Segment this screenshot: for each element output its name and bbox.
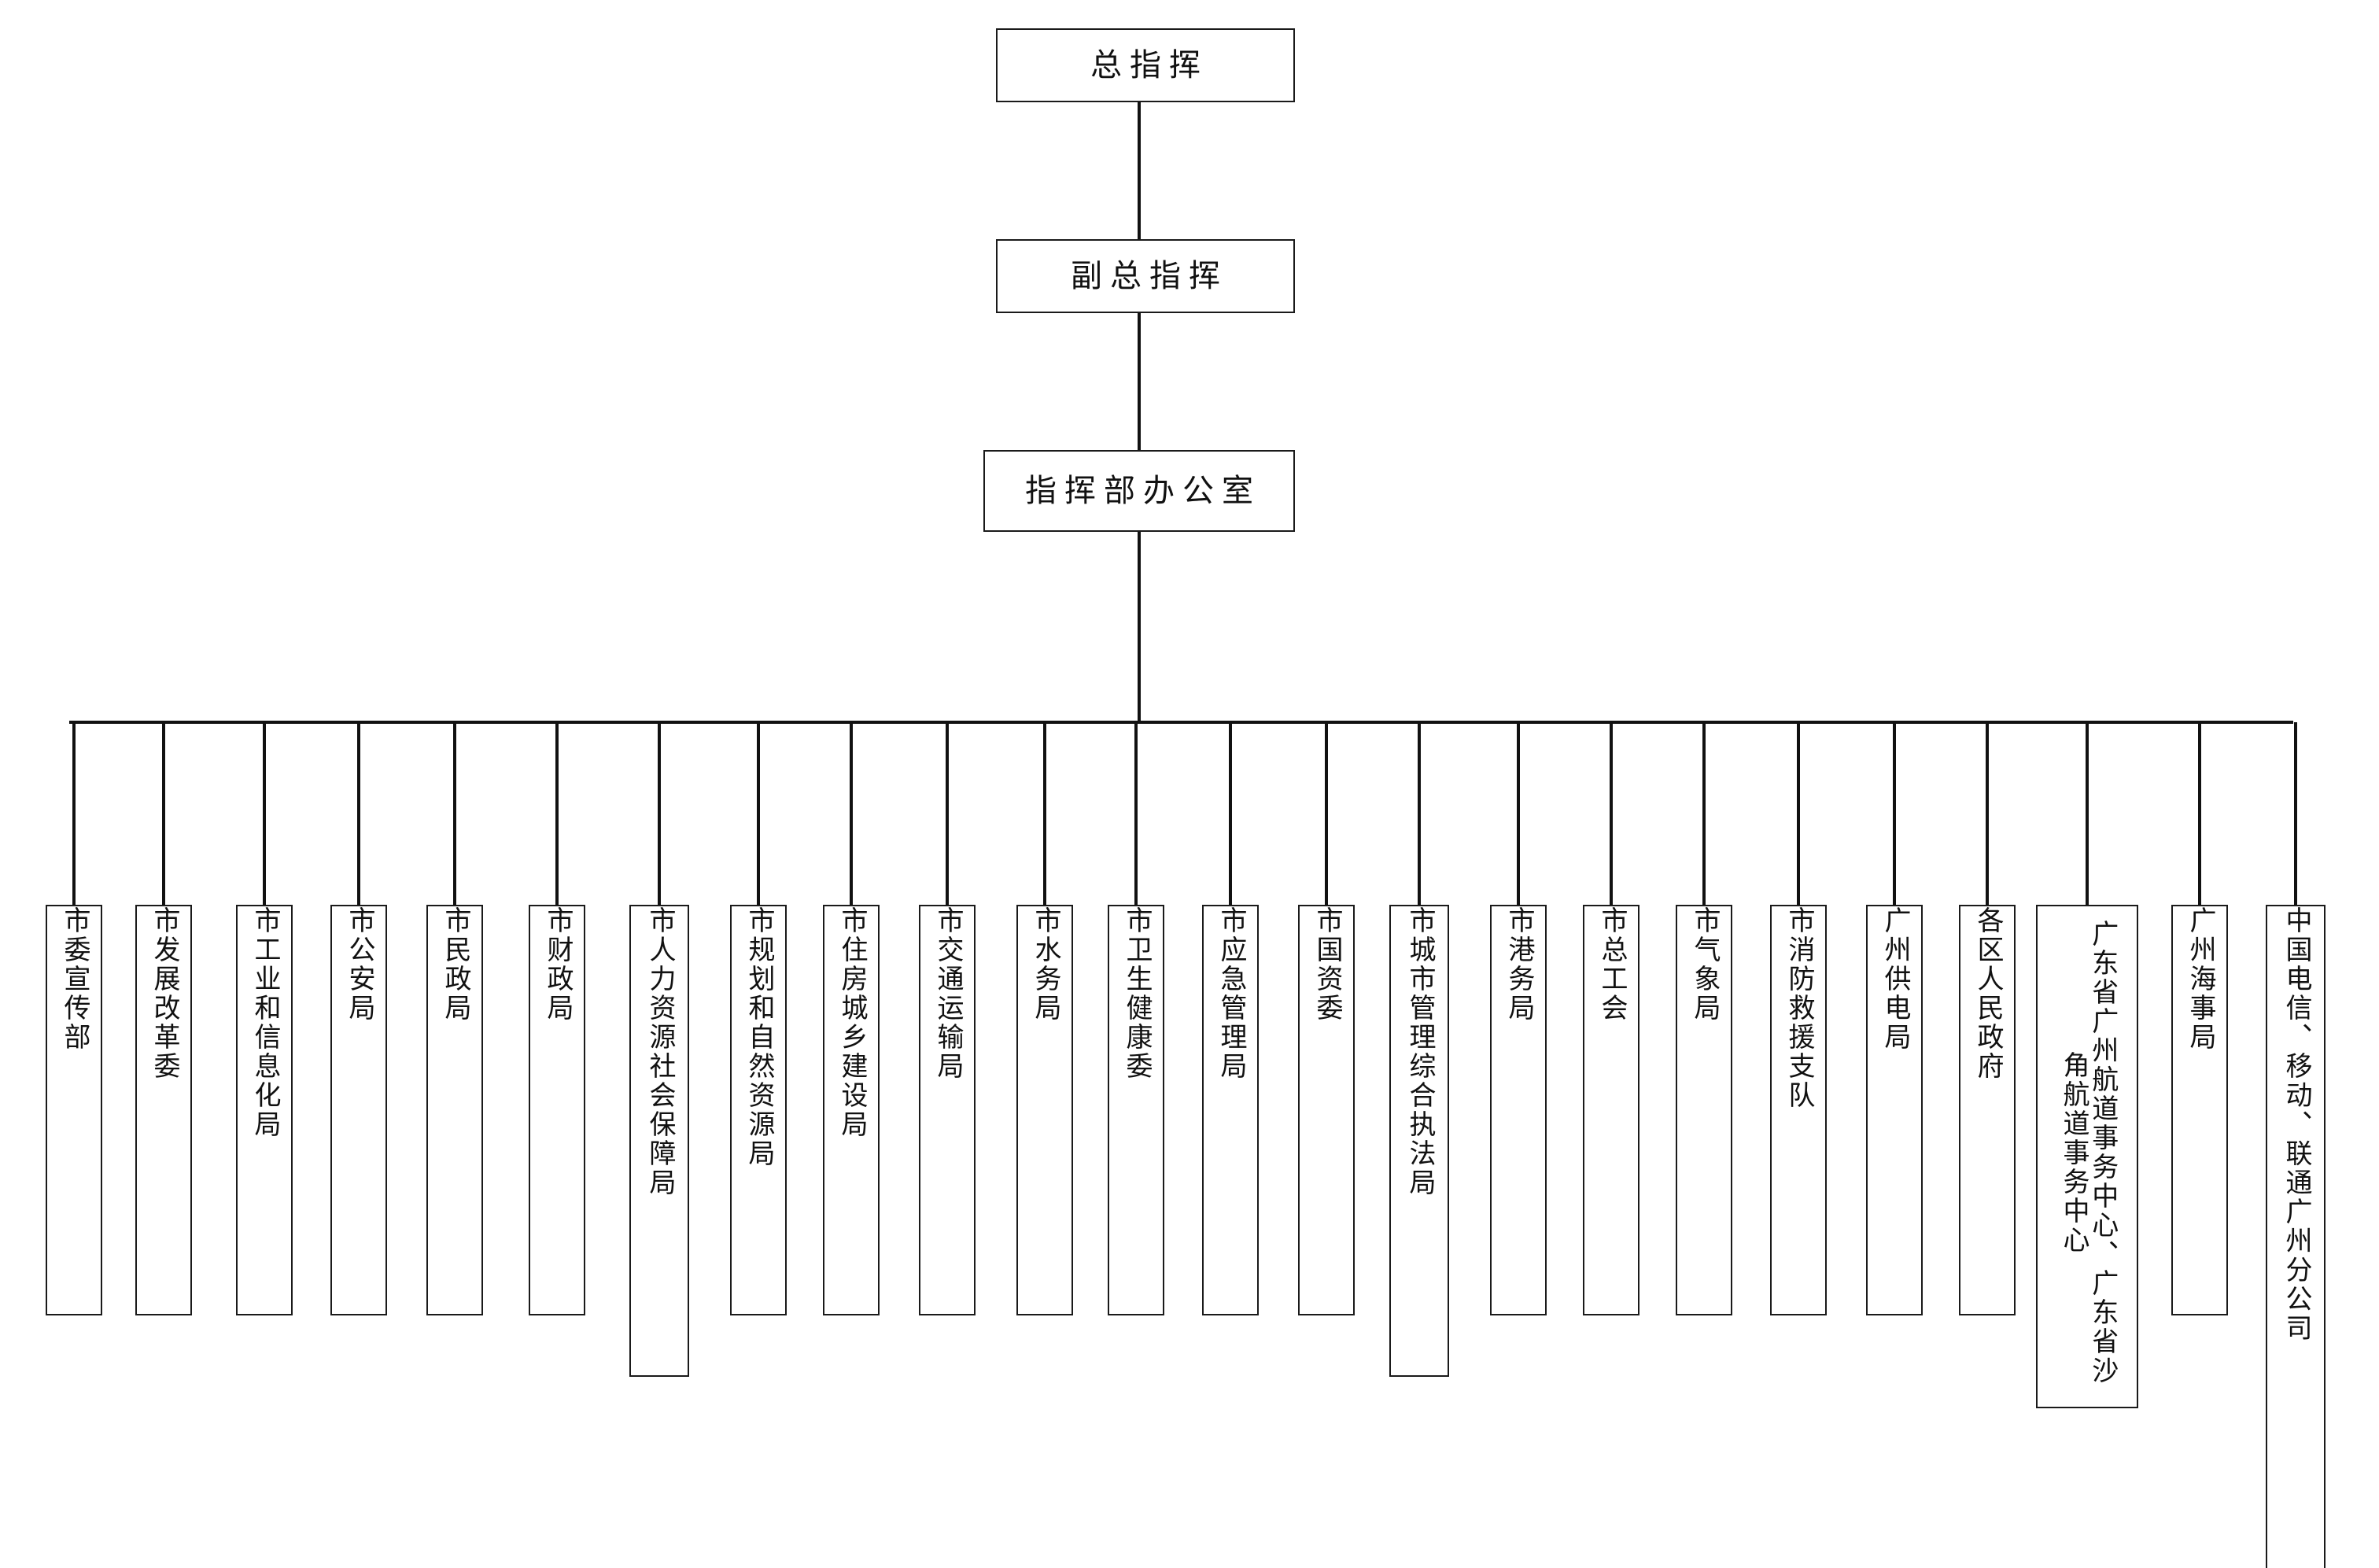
connector-drop-n20 (1893, 722, 1896, 905)
connector-drop-n17 (1610, 722, 1613, 905)
connector-drop-n16 (1517, 722, 1520, 905)
leaf-node-label: 广东省广州航道事务中心、广东省沙角航道事务中心 (2059, 920, 2117, 1385)
leaf-node-n24: 中国电信、移动、联通广州分公司 (2266, 905, 2326, 1568)
connector-drop-n02 (162, 722, 165, 905)
connector-drop-n11 (1043, 722, 1046, 905)
connector-drop-n21 (1986, 722, 1989, 905)
connector-drop-n15 (1418, 722, 1421, 905)
leaf-node-label: 广州海事局 (2185, 906, 2215, 1052)
connector-horizontal-bus (69, 721, 2293, 724)
leaf-node-n08: 市规划和自然资源局 (730, 905, 787, 1315)
leaf-node-label: 市公安局 (345, 906, 374, 1023)
connector-commander-to-deputy (1138, 102, 1141, 239)
leaf-node-label: 各区人民政府 (1973, 906, 2003, 1081)
connector-drop-n10 (946, 722, 949, 905)
leaf-node-n17: 市总工会 (1583, 905, 1639, 1315)
leaf-node-n06: 市财政局 (529, 905, 585, 1315)
node-deputy-commander: 副总指挥 (996, 239, 1295, 313)
connector-drop-n06 (555, 722, 559, 905)
connector-drop-n03 (263, 722, 266, 905)
leaf-node-label: 市民政局 (441, 906, 470, 1023)
connector-drop-n12 (1134, 722, 1138, 905)
leaf-node-label: 市住房城乡建设局 (837, 906, 867, 1139)
leaf-node-label: 市委宣传部 (60, 906, 90, 1052)
leaf-node-n12: 市卫生健康委 (1108, 905, 1164, 1315)
connector-office-to-bus (1138, 532, 1141, 722)
leaf-node-label: 市规划和自然资源局 (744, 906, 774, 1168)
connector-drop-n22 (2086, 722, 2089, 905)
connector-drop-n13 (1229, 722, 1232, 905)
node-label: 副总指挥 (1071, 258, 1228, 293)
leaf-node-label: 中国电信、移动、联通广州分公司 (2281, 906, 2311, 1343)
leaf-node-label: 广州供电局 (1880, 906, 1910, 1052)
connector-drop-n05 (453, 722, 456, 905)
leaf-node-label: 市总工会 (1597, 906, 1627, 1023)
leaf-node-label: 市水务局 (1031, 906, 1060, 1023)
leaf-node-n15: 市城市管理综合执法局 (1389, 905, 1449, 1377)
node-label: 指挥部办公室 (1025, 473, 1261, 508)
leaf-node-label: 市应急管理局 (1216, 906, 1246, 1081)
leaf-node-n20: 广州供电局 (1866, 905, 1923, 1315)
leaf-node-n10: 市交通运输局 (919, 905, 976, 1315)
leaf-node-label: 市工业和信息化局 (250, 906, 280, 1139)
connector-drop-n18 (1702, 722, 1706, 905)
leaf-node-n14: 市国资委 (1298, 905, 1355, 1315)
leaf-node-label: 市消防救援支队 (1784, 906, 1814, 1110)
node-label: 总指挥 (1090, 47, 1208, 83)
leaf-node-n11: 市水务局 (1016, 905, 1073, 1315)
leaf-node-label: 市财政局 (543, 906, 573, 1023)
connector-drop-n19 (1797, 722, 1800, 905)
leaf-node-label: 市发展改革委 (149, 906, 179, 1081)
leaf-node-label: 市城市管理综合执法局 (1405, 906, 1435, 1197)
leaf-node-n13: 市应急管理局 (1202, 905, 1259, 1315)
connector-drop-n14 (1325, 722, 1328, 905)
connector-drop-n07 (658, 722, 661, 905)
leaf-node-n03: 市工业和信息化局 (236, 905, 293, 1315)
leaf-node-n01: 市委宣传部 (46, 905, 102, 1315)
connector-drop-n09 (850, 722, 853, 905)
connector-drop-n24 (2294, 722, 2297, 905)
connector-drop-n08 (757, 722, 760, 905)
leaf-node-n07: 市人力资源社会保障局 (629, 905, 689, 1377)
leaf-node-label: 市人力资源社会保障局 (645, 906, 675, 1197)
leaf-node-n22: 广东省广州航道事务中心、广东省沙角航道事务中心 (2036, 905, 2138, 1408)
leaf-node-label: 市卫生健康委 (1122, 906, 1152, 1081)
connector-deputy-to-office (1138, 313, 1141, 450)
connector-drop-n04 (357, 722, 360, 905)
leaf-node-n02: 市发展改革委 (135, 905, 192, 1315)
leaf-node-n18: 市气象局 (1676, 905, 1732, 1315)
node-commander: 总指挥 (996, 28, 1295, 102)
leaf-node-n09: 市住房城乡建设局 (823, 905, 880, 1315)
node-command-office: 指挥部办公室 (983, 450, 1295, 532)
leaf-node-n05: 市民政局 (426, 905, 483, 1315)
connector-drop-n01 (72, 722, 76, 905)
leaf-node-n16: 市港务局 (1490, 905, 1547, 1315)
leaf-node-label: 市国资委 (1312, 906, 1342, 1023)
leaf-node-label: 市交通运输局 (933, 906, 963, 1081)
leaf-node-n04: 市公安局 (330, 905, 387, 1315)
leaf-node-label: 市港务局 (1504, 906, 1534, 1023)
connector-drop-n23 (2198, 722, 2201, 905)
leaf-node-n21: 各区人民政府 (1959, 905, 2016, 1315)
leaf-node-n23: 广州海事局 (2171, 905, 2228, 1315)
leaf-node-label: 市气象局 (1690, 906, 1720, 1023)
leaf-node-n19: 市消防救援支队 (1770, 905, 1827, 1315)
